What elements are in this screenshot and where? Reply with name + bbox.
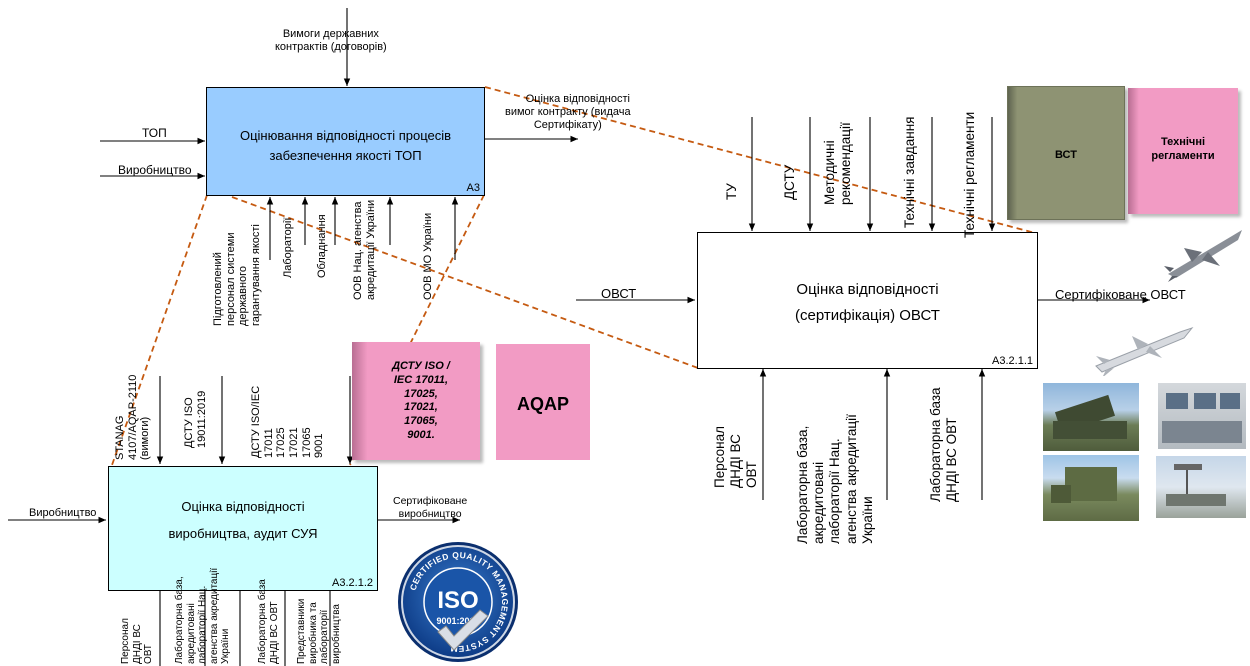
- ovst-control-tu: ТУ: [724, 183, 739, 200]
- box-a3-title: Оцінювання відповідності процесів забезп…: [207, 126, 484, 166]
- book-aqap-title: AQAP: [516, 394, 569, 414]
- prod-output-label: Сертифіковане виробництво: [393, 495, 468, 520]
- box-a3-title-line1: Оцінювання відповідності процесів: [239, 128, 452, 143]
- a3-control-label: Вимоги державних контрактів (договорів): [275, 28, 387, 54]
- book-tech-reg-title: Технічні регламенти: [1151, 136, 1215, 162]
- box-production-id: А3.2.1.2: [332, 577, 373, 589]
- ovst-output-label: Сертифіковане ОВСТ: [1055, 287, 1186, 302]
- ovst-control-tech-tasks: Технічні завдання: [902, 116, 917, 228]
- book-aqap: AQAP: [496, 344, 590, 460]
- a3-input-top: ТОП: [142, 126, 167, 140]
- box-a3[interactable]: Оцінювання відповідності процесів забезп…: [206, 87, 485, 196]
- rocket-launcher-truck-photo: [1043, 383, 1139, 451]
- prod-mech-lab-base: Лабораторна база,акредитовані лабораторі…: [174, 567, 231, 664]
- ovst-input-label: ОВСТ: [601, 286, 637, 301]
- box-ovst-title: Оцінка відповідності (сертифікація) ОВСТ: [795, 281, 940, 325]
- book-vst: ВСТ: [1007, 86, 1125, 220]
- a3-mech-oov-mo: ООВ МО України: [422, 212, 434, 300]
- ovst-control-dstu: ДСТУ: [782, 164, 797, 200]
- prod-input-label: Виробництво: [29, 507, 97, 519]
- book-tech-reg: Технічні регламенти: [1128, 88, 1238, 214]
- box-ovst-id: А3.2.1.1: [992, 355, 1033, 367]
- radar-station-photo: [1156, 456, 1246, 518]
- box-a3-id: А3: [466, 182, 480, 194]
- a3-mech-equipment: Обладнання: [316, 214, 328, 278]
- svg-text:9001:2015: 9001:2015: [436, 616, 479, 626]
- missile-icon: [1095, 326, 1194, 376]
- ovst-control-tech-regs: Технічні регламенти: [962, 111, 977, 238]
- svg-text:ISO: ISO: [437, 587, 478, 614]
- control-room-photo: [1158, 383, 1246, 449]
- book-dstu-iso-title: ДСТУ ISO /IEC 17011, 17025,17021, 17065,…: [392, 360, 450, 441]
- book-vst-title: ВСТ: [1055, 149, 1077, 161]
- ovst-mech-lab-base: Лабораторна база,акредитовані лабораторі…: [795, 414, 875, 544]
- military-truck-photo: [1043, 455, 1139, 521]
- box-production-body[interactable]: Оцінка відповідності виробництва, аудит …: [108, 466, 378, 591]
- a3-output-label: Оцінка відповідності вимог контракту (ви…: [505, 93, 631, 132]
- box-a3-title-line2: забезпечення якості ТОП: [269, 148, 422, 164]
- missile-icon: [1164, 230, 1242, 282]
- box-production-title: Оцінка відповідності виробництва, аудит …: [168, 499, 318, 541]
- box-ovst[interactable]: Оцінка відповідності (сертифікація) ОВСТ…: [697, 232, 1038, 369]
- iso-badge-icon: CERTIFIED QUALITY MANAGEMENT SYSTEM ISO …: [398, 542, 518, 662]
- book-dstu-iso: ДСТУ ISO /IEC 17011, 17025,17021, 17065,…: [352, 342, 480, 460]
- a3-input-production: Виробництво: [118, 163, 192, 177]
- a3-mech-labs: Лабораторії: [282, 217, 294, 278]
